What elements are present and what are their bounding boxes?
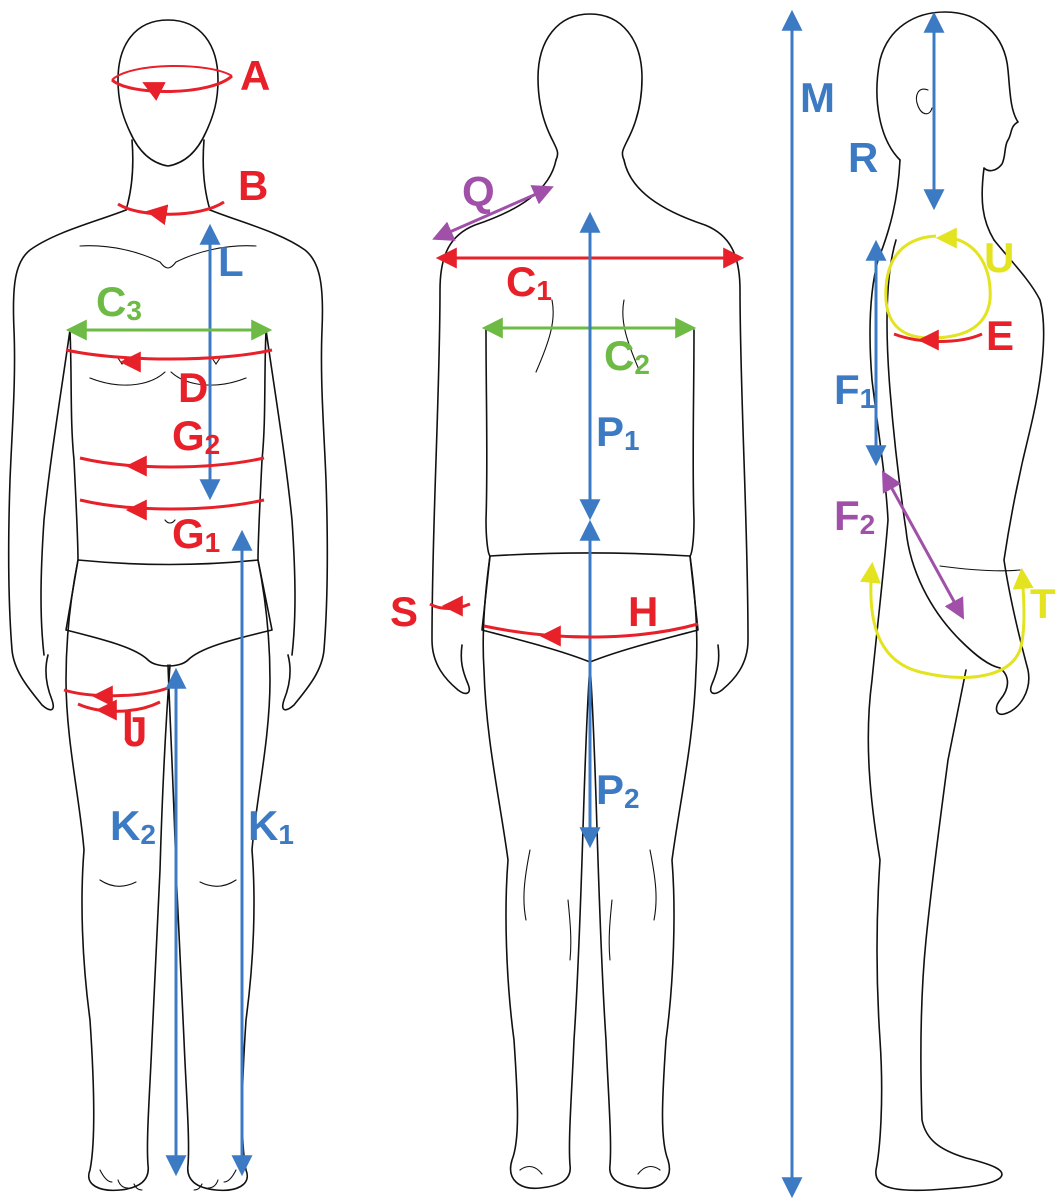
measure-F2: F2 bbox=[834, 474, 962, 616]
side-arm bbox=[887, 240, 1000, 668]
label-R: R bbox=[848, 134, 878, 181]
label-F1: F1 bbox=[834, 366, 875, 414]
measure-A: A bbox=[112, 52, 270, 99]
label-C2: C2 bbox=[604, 332, 650, 380]
label-C3: C3 bbox=[96, 278, 142, 326]
label-D: D bbox=[178, 364, 208, 411]
front-view-figure bbox=[9, 20, 328, 1190]
label-S: S bbox=[390, 588, 418, 635]
measure-J: J bbox=[78, 702, 160, 755]
label-G1: G1 bbox=[172, 510, 220, 558]
measure-C3: C3 bbox=[70, 278, 268, 330]
label-K2: K2 bbox=[110, 802, 156, 850]
measure-M: M bbox=[792, 14, 835, 1194]
measure-P2: P2 bbox=[590, 524, 640, 844]
back-calves bbox=[524, 850, 656, 960]
front-pecs bbox=[90, 358, 246, 385]
label-M: M bbox=[800, 74, 835, 121]
side-ear bbox=[916, 89, 932, 114]
measure-I: I bbox=[64, 688, 168, 749]
side-view-figure bbox=[868, 12, 1043, 1190]
front-body-outline bbox=[9, 210, 328, 1190]
side-body-outline bbox=[868, 160, 1043, 1190]
label-K1: K1 bbox=[248, 802, 294, 850]
side-head-outline bbox=[877, 12, 1018, 240]
measure-T: T bbox=[871, 566, 1056, 677]
label-F2: F2 bbox=[834, 492, 875, 540]
label-E: E bbox=[986, 312, 1014, 359]
measure-S: S bbox=[390, 588, 470, 635]
measure-G2: G2 bbox=[80, 412, 264, 467]
label-B: B bbox=[238, 162, 268, 209]
label-P1: P1 bbox=[596, 408, 640, 456]
side-briefs-line bbox=[940, 566, 1020, 571]
measure-Q: Q bbox=[436, 168, 550, 238]
back-heels bbox=[520, 1167, 660, 1174]
front-toes bbox=[100, 1170, 236, 1190]
label-G2: G2 bbox=[172, 412, 220, 460]
front-neck-outline bbox=[126, 140, 210, 210]
label-T: T bbox=[1030, 580, 1056, 627]
label-J: J bbox=[124, 708, 147, 755]
label-U: U bbox=[984, 234, 1014, 281]
front-knees bbox=[100, 880, 236, 886]
label-A: A bbox=[240, 52, 270, 99]
back-head-outline bbox=[538, 14, 642, 160]
label-H: H bbox=[628, 588, 658, 635]
label-C1: C1 bbox=[506, 258, 552, 306]
measure-B: B bbox=[118, 162, 268, 214]
label-P2: P2 bbox=[596, 766, 640, 814]
label-Q: Q bbox=[462, 168, 495, 215]
front-arm-inner bbox=[41, 330, 295, 655]
label-L: L bbox=[218, 238, 244, 285]
measure-G1: G1 bbox=[80, 500, 264, 558]
